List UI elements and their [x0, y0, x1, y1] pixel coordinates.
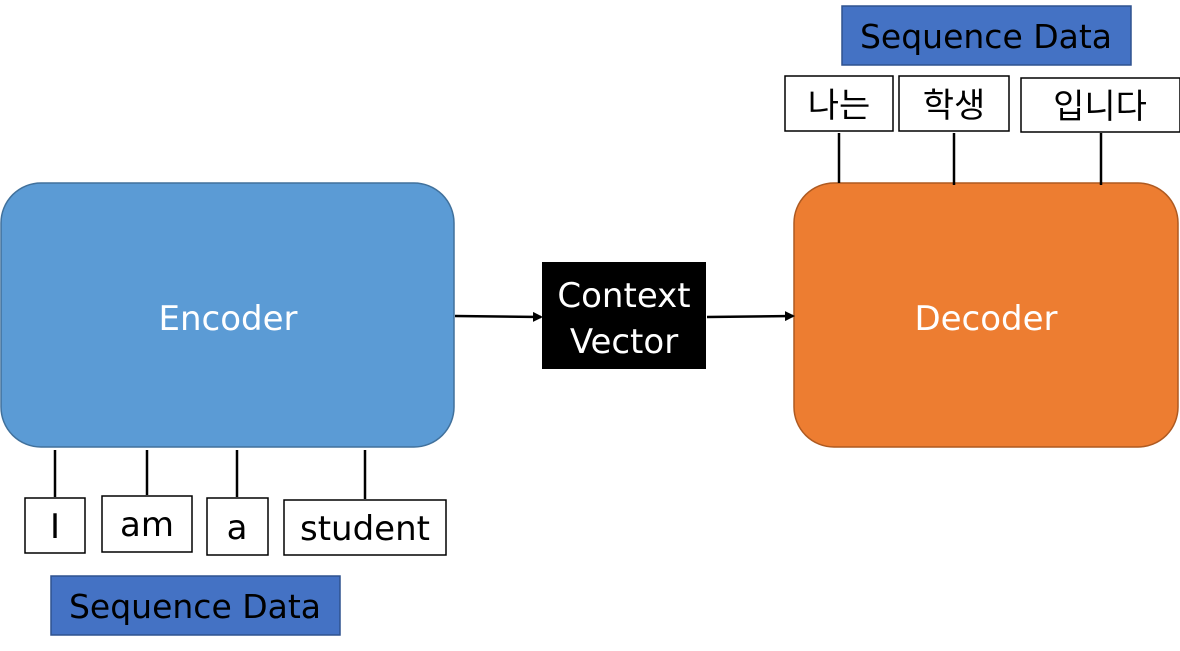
- input-token-box: [24, 497, 86, 554]
- input-token: am: [120, 505, 174, 545]
- context-vector-line1: Context: [557, 276, 690, 316]
- input-token: student: [300, 509, 430, 549]
- output-token-box: [784, 75, 894, 132]
- output-token-box: [898, 75, 1010, 132]
- encoder-sequence-label-box: [50, 575, 341, 636]
- context-vector-line2: Vector: [570, 322, 678, 362]
- decoder-label: Decoder: [914, 299, 1057, 339]
- context-to-decoder-arrow: [706, 311, 795, 322]
- input-token-box: [101, 495, 193, 553]
- input-token-box: [283, 499, 447, 556]
- output-token-box: [1020, 77, 1180, 133]
- input-token: a: [227, 508, 248, 548]
- encoder-sequence-label: Sequence Data: [69, 587, 321, 626]
- decoder-sequence-label: Sequence Data: [860, 17, 1112, 56]
- encoder-to-context-arrow: [454, 311, 543, 322]
- encoder-block: [0, 182, 455, 448]
- input-token-box: [206, 497, 269, 556]
- encoder-label: Encoder: [158, 299, 297, 339]
- output-token: 입니다: [1053, 87, 1147, 127]
- output-token: 나는: [808, 86, 871, 126]
- input-token: I: [50, 507, 60, 547]
- decoder-sequence-label-box: [841, 5, 1132, 66]
- output-token: 학생: [923, 86, 986, 126]
- context-vector-box: [542, 262, 706, 369]
